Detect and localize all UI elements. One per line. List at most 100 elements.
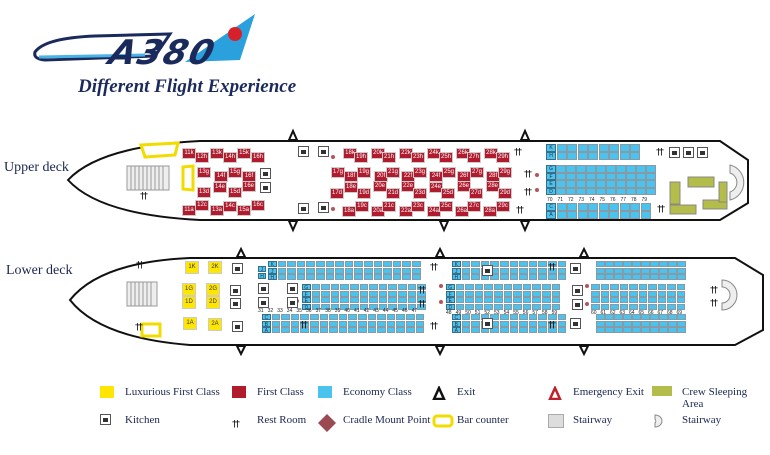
economy-seat[interactable] [330, 284, 340, 290]
economy-seat[interactable] [551, 297, 561, 303]
luxurious-first-seat[interactable]: 1A [183, 317, 197, 330]
economy-seat[interactable] [310, 320, 319, 327]
economy-seat[interactable] [509, 267, 519, 274]
first-class-seat[interactable]: 28e [486, 181, 500, 192]
economy-seat[interactable] [659, 320, 668, 327]
luxurious-first-seat[interactable]: 2G [206, 283, 220, 296]
economy-seat[interactable] [378, 284, 388, 290]
economy-seat[interactable] [676, 303, 685, 310]
economy-seat[interactable] [300, 327, 309, 333]
economy-seat[interactable] [659, 267, 668, 274]
economy-seat[interactable] [577, 152, 588, 160]
economy-seat[interactable] [588, 203, 598, 211]
economy-seat[interactable] [610, 284, 619, 290]
economy-seat[interactable] [378, 303, 388, 310]
economy-seat[interactable] [406, 327, 415, 333]
economy-seat[interactable] [271, 327, 281, 333]
economy-seat[interactable] [338, 314, 348, 320]
economy-seat[interactable] [484, 297, 493, 303]
economy-seat[interactable] [610, 290, 619, 297]
economy-seat[interactable] [528, 314, 538, 320]
economy-seat[interactable] [316, 267, 325, 274]
economy-seat[interactable] [373, 261, 383, 267]
economy-seat[interactable] [378, 290, 388, 297]
economy-seat[interactable] [632, 320, 641, 327]
economy-seat[interactable] [392, 267, 402, 274]
economy-seat[interactable] [369, 303, 378, 310]
economy-seat[interactable] [605, 327, 614, 333]
economy-seat[interactable] [548, 261, 557, 267]
economy-seat[interactable] [319, 327, 329, 333]
economy-seat[interactable] [311, 303, 321, 310]
economy-seat[interactable] [348, 314, 357, 320]
economy-seat[interactable] [402, 267, 411, 274]
economy-seat[interactable] [500, 274, 509, 280]
first-class-seat[interactable]: 27g [470, 167, 484, 178]
economy-seat[interactable] [407, 284, 417, 290]
economy-seat[interactable] [542, 290, 551, 297]
economy-seat[interactable] [367, 320, 377, 327]
economy-seat[interactable] [388, 297, 397, 303]
economy-seat[interactable] [344, 267, 354, 274]
economy-seat[interactable] [417, 284, 426, 290]
economy-seat[interactable] [509, 274, 519, 280]
luxurious-first-seat[interactable]: 1G [182, 283, 196, 296]
first-class-seat[interactable]: 14h [223, 152, 237, 163]
economy-seat[interactable] [557, 327, 567, 333]
economy-seat[interactable] [310, 314, 319, 320]
economy-seat[interactable] [623, 320, 632, 327]
first-class-seat[interactable]: 16c [251, 200, 265, 211]
economy-seat[interactable] [455, 290, 465, 297]
economy-seat[interactable] [281, 327, 290, 333]
economy-seat[interactable] [519, 320, 528, 327]
economy-seat[interactable] [577, 144, 588, 152]
economy-seat[interactable] [596, 267, 605, 274]
economy-seat[interactable] [538, 327, 547, 333]
economy-seat[interactable] [340, 284, 349, 290]
economy-seat[interactable] [500, 261, 509, 267]
economy-seat[interactable] [509, 314, 519, 320]
economy-seat[interactable] [616, 180, 626, 188]
economy-seat[interactable] [588, 144, 598, 152]
economy-seat[interactable] [557, 314, 567, 320]
economy-seat[interactable] [567, 203, 577, 211]
economy-seat[interactable] [641, 274, 650, 280]
economy-seat[interactable] [556, 165, 566, 173]
luxurious-first-seat[interactable]: 2D [206, 296, 220, 309]
economy-seat[interactable] [519, 314, 528, 320]
economy-seat[interactable] [377, 320, 386, 327]
economy-seat[interactable] [626, 187, 636, 195]
economy-seat[interactable] [358, 320, 367, 327]
economy-seat[interactable] [668, 261, 677, 267]
economy-seat[interactable] [474, 290, 484, 297]
economy-seat[interactable] [522, 284, 532, 290]
economy-seat[interactable] [542, 297, 551, 303]
economy-seat[interactable] [556, 180, 566, 188]
economy-seat[interactable] [626, 172, 636, 180]
economy-seat[interactable] [455, 297, 465, 303]
economy-seat[interactable] [630, 152, 640, 160]
economy-seat[interactable] [522, 290, 532, 297]
economy-seat[interactable] [676, 290, 685, 297]
economy-seat[interactable] [677, 274, 686, 280]
economy-seat[interactable] [538, 320, 547, 327]
economy-seat[interactable] [373, 267, 383, 274]
economy-seat[interactable] [412, 267, 421, 274]
economy-seat[interactable] [417, 297, 426, 303]
economy-seat[interactable] [386, 314, 396, 320]
economy-seat[interactable] [606, 187, 616, 195]
economy-seat[interactable] [369, 284, 378, 290]
economy-seat[interactable] [619, 203, 630, 211]
economy-seat[interactable] [551, 284, 561, 290]
economy-seat[interactable] [519, 267, 528, 274]
economy-seat[interactable] [648, 284, 657, 290]
economy-seat[interactable] [659, 314, 668, 320]
economy-seat[interactable] [509, 327, 519, 333]
economy-seat[interactable] [629, 297, 638, 303]
economy-seat[interactable] [330, 303, 340, 310]
first-class-seat[interactable]: 24f [429, 171, 443, 182]
economy-seat[interactable] [668, 327, 677, 333]
first-class-seat[interactable]: 21c [382, 201, 396, 212]
economy-seat[interactable] [340, 297, 349, 303]
economy-seat[interactable] [591, 284, 600, 290]
